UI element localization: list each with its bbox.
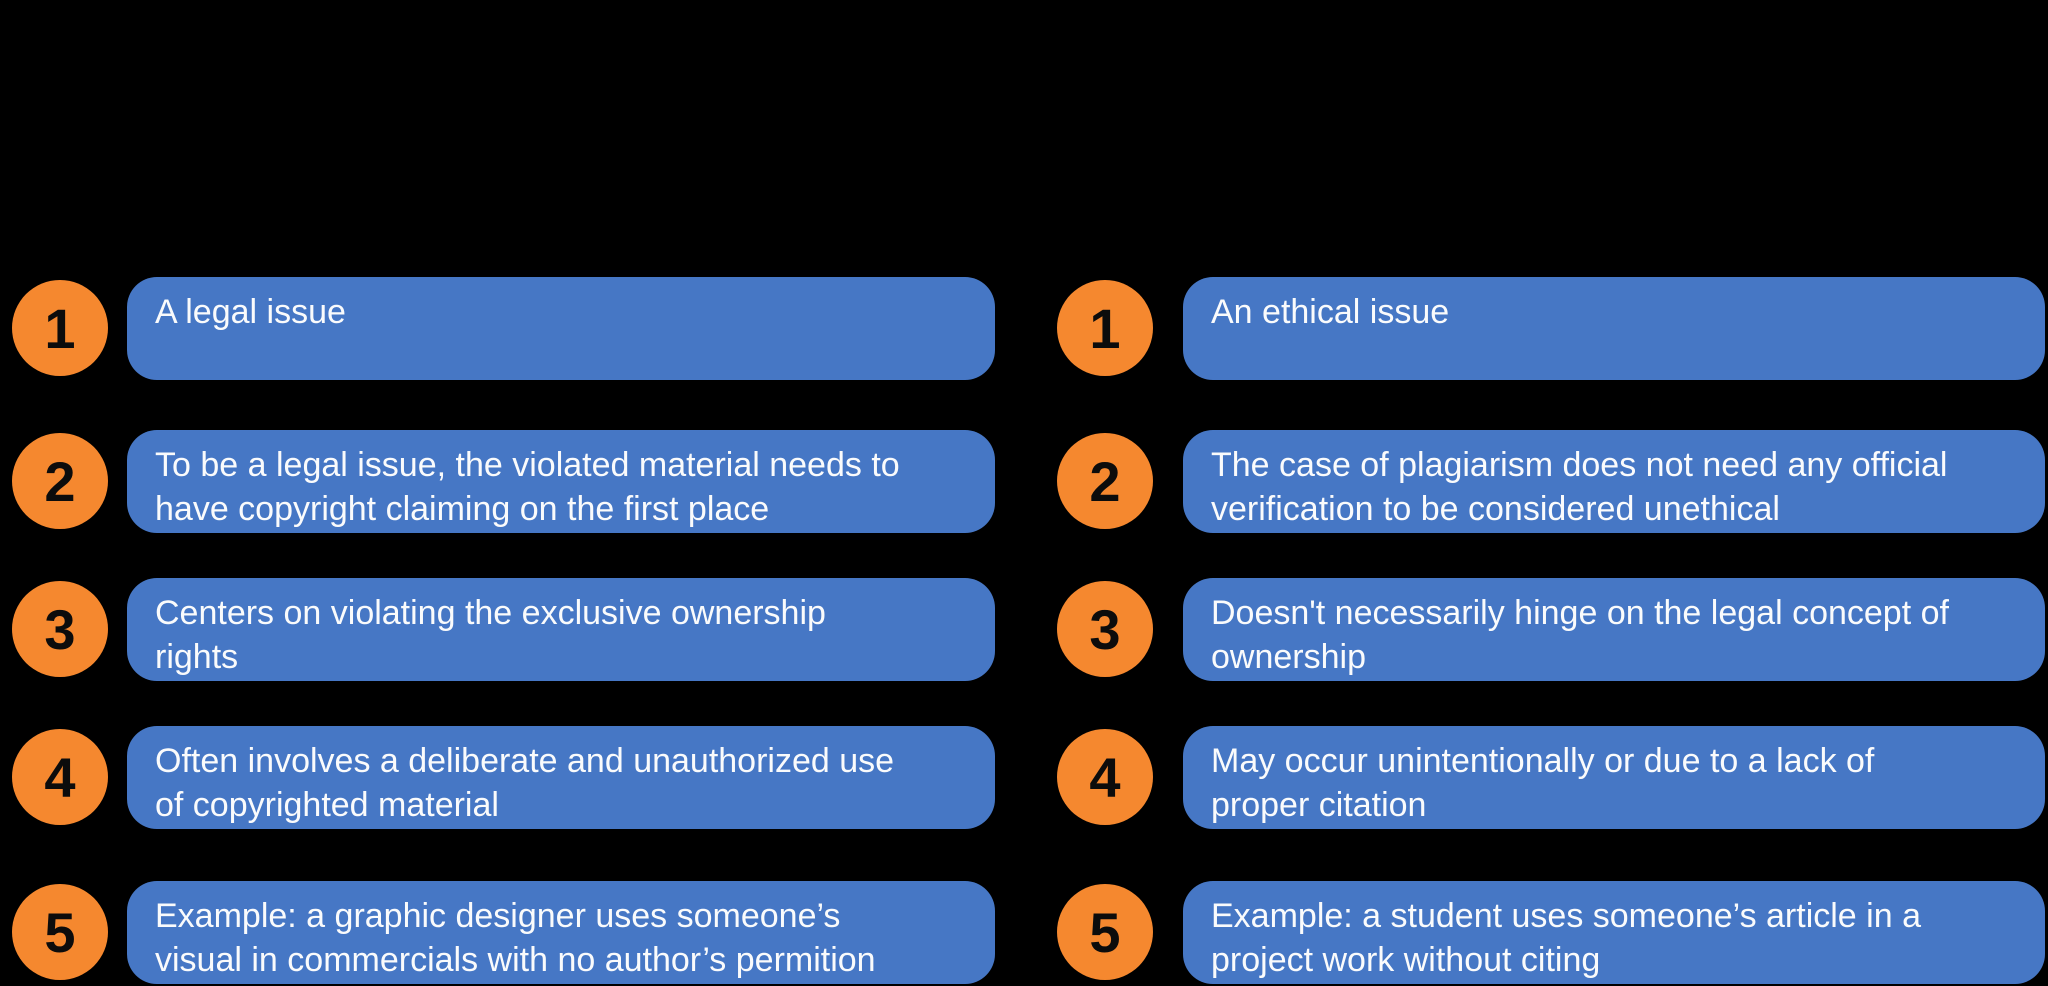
statement-box: To be a legal issue, the violated materi… xyxy=(127,430,995,533)
statement-text: Doesn't necessarily hinge on the legal c… xyxy=(1211,594,1949,676)
list-item: 3 Doesn't necessarily hinge on the legal… xyxy=(0,578,2048,681)
list-item: 1 A legal issue xyxy=(0,277,2048,380)
statement-text: A legal issue xyxy=(155,293,346,331)
statement-text: Often involves a deliberate and unauthor… xyxy=(155,742,895,824)
statement-box: Example: a graphic designer uses someone… xyxy=(127,881,995,984)
number-badge: 5 xyxy=(12,884,108,980)
statement-box: Often involves a deliberate and unauthor… xyxy=(127,726,995,829)
number-badge: 1 xyxy=(1057,280,1153,376)
statement-text: May occur unintentionally or due to a la… xyxy=(1211,742,1875,824)
list-item: 5 Example: a student uses someone’s arti… xyxy=(0,881,2048,984)
number-badge: 2 xyxy=(1057,433,1153,529)
number-badge: 4 xyxy=(1057,729,1153,825)
statement-box: Doesn't necessarily hinge on the legal c… xyxy=(1183,578,2045,681)
statement-box: An ethical issue xyxy=(1183,277,2045,380)
list-item: 4 Often involves a deliberate and unauth… xyxy=(0,726,2048,829)
number-badge: 5 xyxy=(1057,884,1153,980)
number-badge: 4 xyxy=(12,729,108,825)
statement-box: Example: a student uses someone’s articl… xyxy=(1183,881,2045,984)
list-item: 2 To be a legal issue, the violated mate… xyxy=(0,430,2048,533)
statement-text: The case of plagiarism does not need any… xyxy=(1211,446,1948,528)
statement-box: Centers on violating the exclusive owner… xyxy=(127,578,995,681)
number-badge: 3 xyxy=(12,581,108,677)
statement-text: Example: a graphic designer uses someone… xyxy=(155,897,876,979)
number-badge: 3 xyxy=(1057,581,1153,677)
number-badge: 1 xyxy=(12,280,108,376)
statement-text: An ethical issue xyxy=(1211,293,1450,331)
statement-text: Centers on violating the exclusive owner… xyxy=(155,594,826,676)
list-item: 2 The case of plagiarism does not need a… xyxy=(0,430,2048,533)
statement-text: Example: a student uses someone’s articl… xyxy=(1211,897,1921,979)
statement-box: A legal issue xyxy=(127,277,995,380)
statement-box: The case of plagiarism does not need any… xyxy=(1183,430,2045,533)
number-badge: 2 xyxy=(12,433,108,529)
statement-box: May occur unintentionally or due to a la… xyxy=(1183,726,2045,829)
statement-text: To be a legal issue, the violated materi… xyxy=(155,446,900,528)
list-item: 1 An ethical issue xyxy=(0,277,2048,380)
list-item: 5 Example: a graphic designer uses someo… xyxy=(0,881,2048,984)
list-item: 4 May occur unintentionally or due to a … xyxy=(0,726,2048,829)
list-item: 3 Centers on violating the exclusive own… xyxy=(0,578,2048,681)
